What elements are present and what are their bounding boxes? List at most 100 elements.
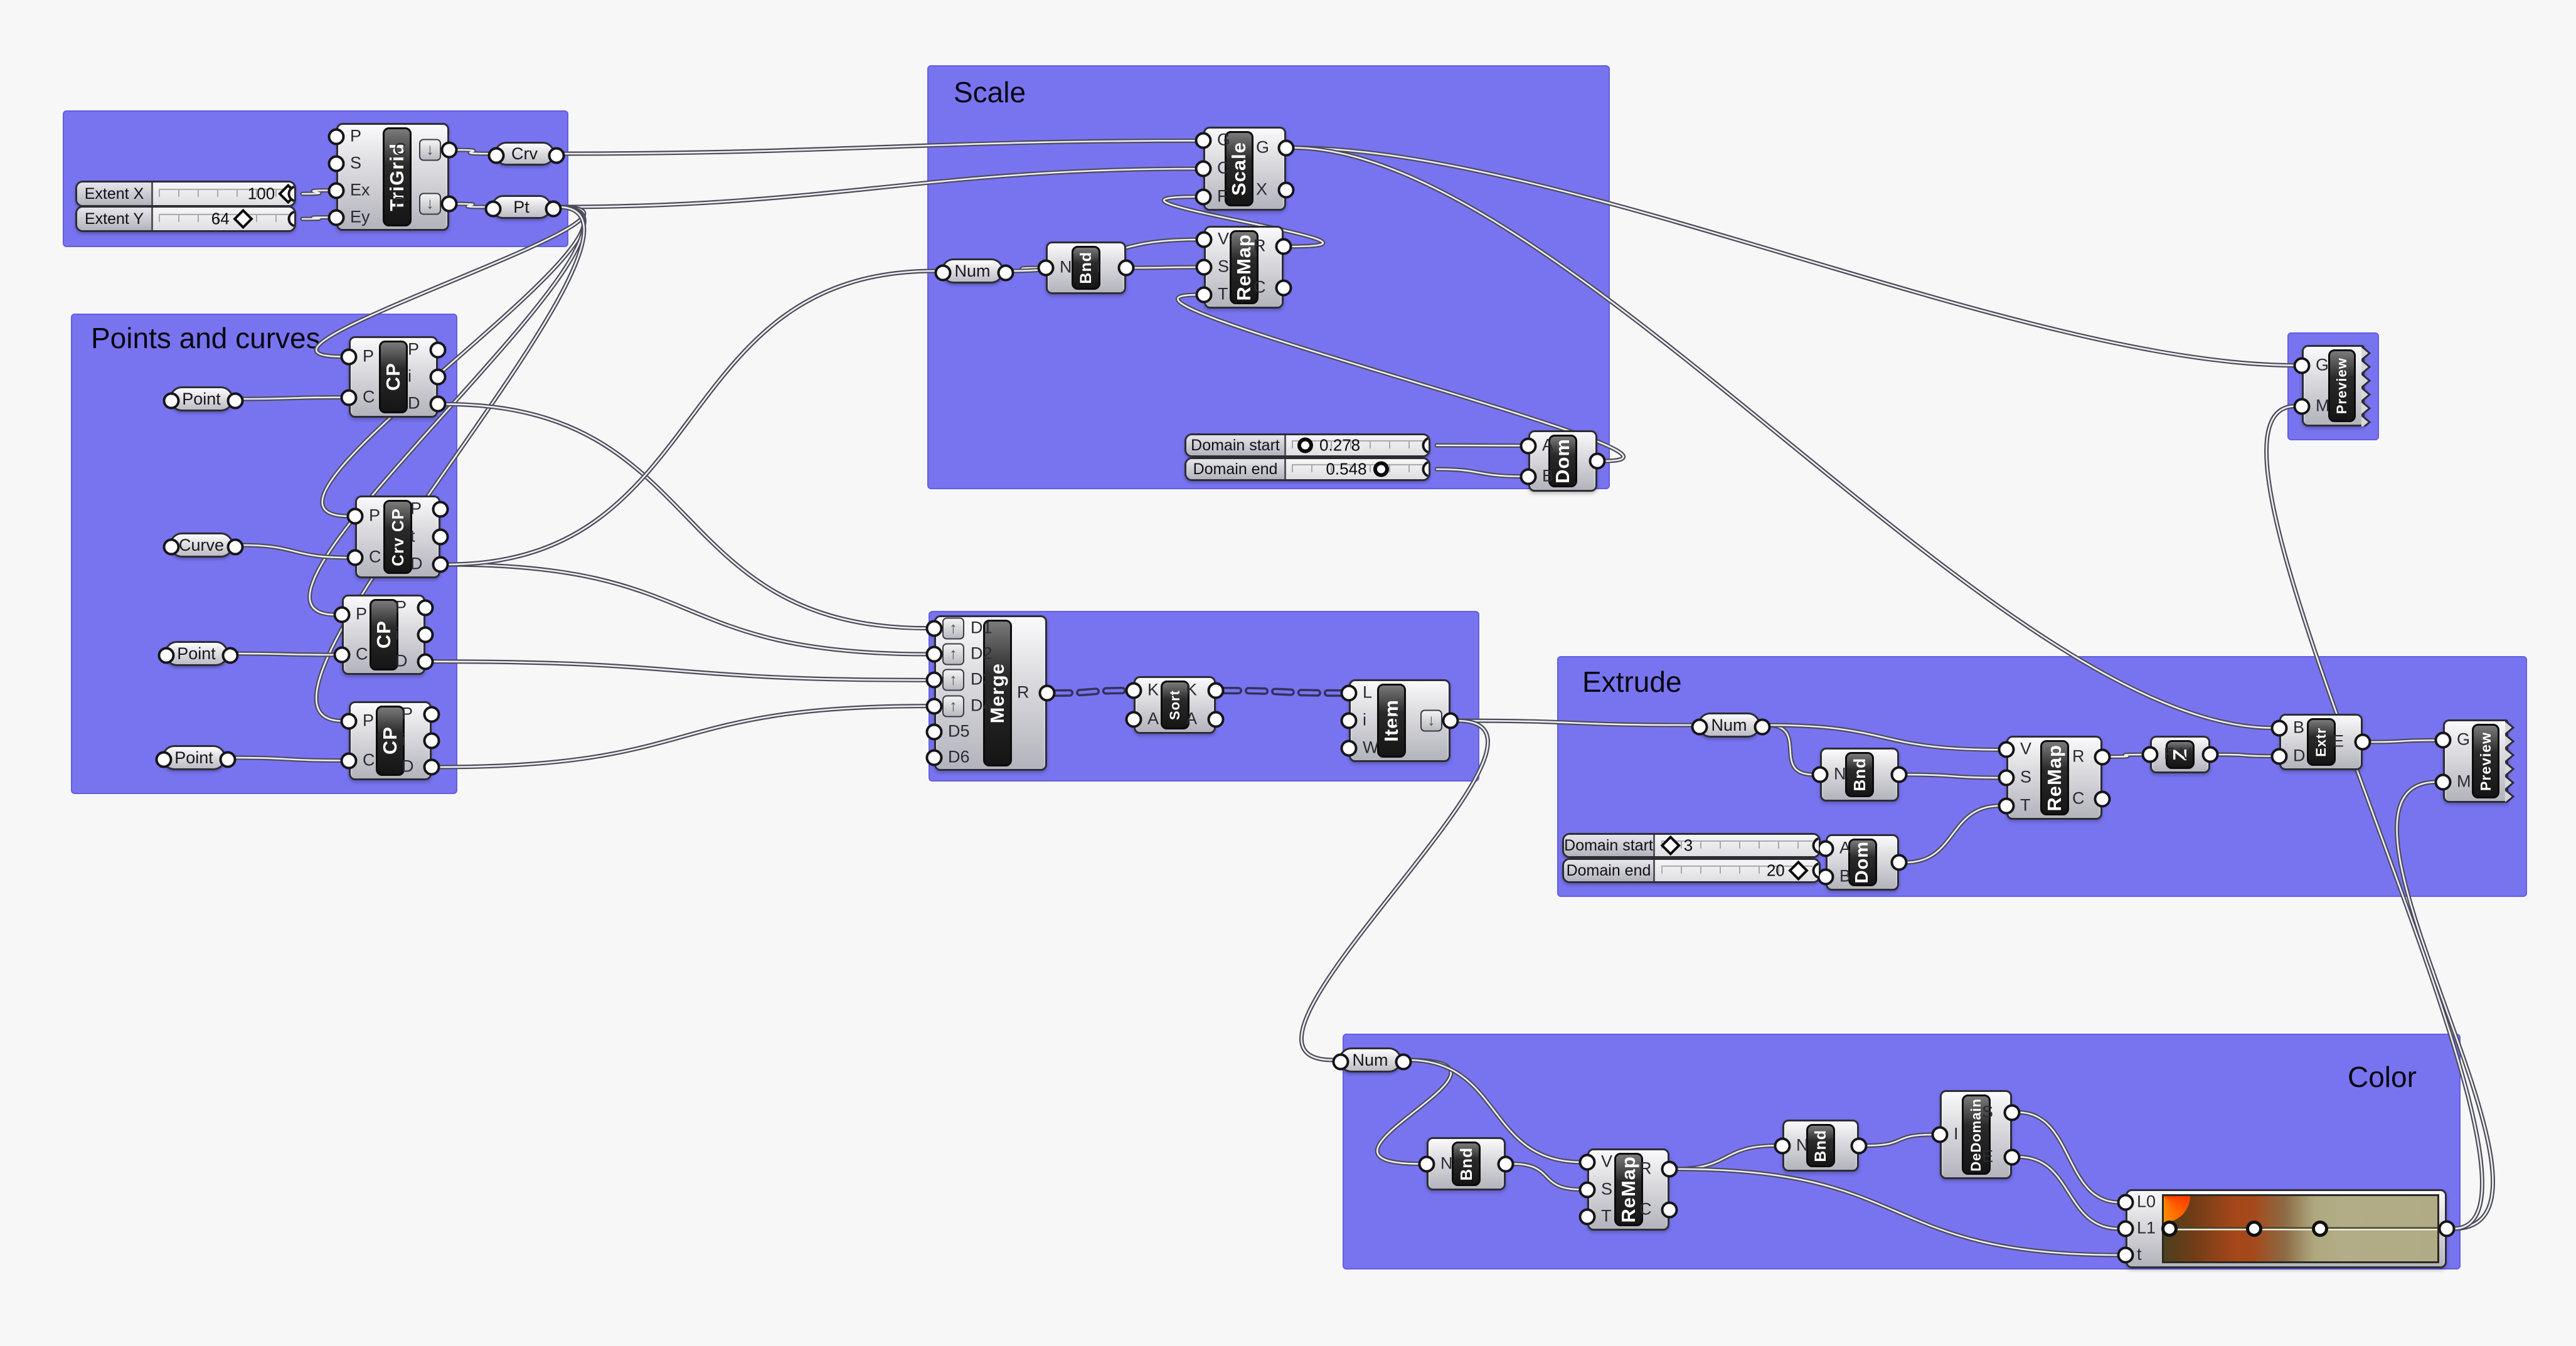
port-in-S[interactable] [1195,258,1213,276]
slider-knob-group[interactable]: 0.278 [1297,436,1360,455]
port-in-C[interactable] [346,549,364,566]
port-out-I[interactable] [1589,452,1606,470]
graft-arrow-icon[interactable]: ↑ [942,669,964,691]
port-out-C[interactable] [1661,1201,1678,1219]
port-out-P[interactable] [423,706,440,723]
component-numE[interactable]: Num [1691,713,1771,738]
port-in-P[interactable] [340,713,358,729]
slider-track[interactable]: 3 [1655,835,1819,856]
port-out-t[interactable] [432,528,449,546]
component-curve1[interactable]: Curve [162,533,244,558]
port-out-D[interactable] [423,758,440,776]
gradient-swatch[interactable] [2161,1194,2439,1263]
port-in-A[interactable] [1817,840,1834,857]
port-out-C[interactable] [2094,790,2111,807]
port-out-C[interactable] [440,141,458,159]
port-out-i[interactable] [423,732,440,750]
port-out-I[interactable] [1117,259,1135,277]
flatten-arrow-icon[interactable]: ↓ [1420,709,1442,732]
port-in-K[interactable] [1125,682,1142,699]
port-in-point2[interactable] [157,647,175,664]
port-in-T[interactable] [1195,286,1213,304]
slider-knob-group[interactable]: 0.548 [1326,460,1389,479]
component-pt[interactable]: Pt [484,195,562,219]
port-in-G[interactable] [1195,132,1212,149]
port-in-C[interactable] [340,389,358,406]
port-in-F[interactable] [1195,188,1212,206]
flatten-arrow-icon[interactable]: ↓ [419,139,441,161]
port-in-numE[interactable] [1691,718,1708,736]
flatten-arrow-icon[interactable]: ↓ [419,193,441,215]
port-in-point1[interactable] [162,392,180,410]
port-in-M[interactable] [2293,398,2311,415]
port-out-V[interactable] [2201,746,2219,763]
port-out-pt[interactable] [545,200,562,218]
port-in-t[interactable] [2117,1246,2134,1264]
port-in-I[interactable] [1931,1126,1949,1143]
port-in-L[interactable] [1340,684,1358,702]
port-in-V[interactable] [1195,231,1213,248]
component-crv[interactable]: Crv [487,142,565,166]
port-in-D[interactable] [2270,748,2288,765]
port-in-P[interactable] [327,128,345,145]
port-in-N[interactable] [1418,1155,1435,1172]
port-in-D2[interactable] [925,645,943,663]
port-in-curve1[interactable] [162,538,180,556]
port-in-W[interactable] [1340,739,1358,757]
port-in-L1[interactable] [2117,1220,2134,1237]
port-in-crv[interactable] [487,147,505,164]
port-out-R[interactable] [1661,1160,1678,1178]
port-out-R[interactable] [2094,748,2111,765]
port-out-i[interactable] [1442,712,1459,729]
port-out-R[interactable] [1038,684,1056,702]
port-in-numS[interactable] [934,264,952,282]
port-in-V[interactable] [1998,741,2015,758]
slider-knob-group[interactable]: 20 [1767,860,1809,881]
port-out-I[interactable] [1497,1155,1514,1172]
port-in-G[interactable] [2434,731,2452,749]
port-in-point3[interactable] [155,751,173,768]
graft-arrow-icon[interactable]: ↑ [942,695,964,718]
port-in-N[interactable] [1774,1137,1791,1154]
port-out-point2[interactable] [221,647,239,664]
port-out-numE[interactable] [1754,718,1771,736]
gradient-grip[interactable] [2311,1221,2328,1237]
port-out-I[interactable] [1890,854,1908,871]
port-in-Ex[interactable] [327,182,345,199]
gradient-grip[interactable] [2161,1221,2178,1237]
port-in-N[interactable] [1037,259,1055,277]
port-in-P[interactable] [333,606,351,623]
slider-knob[interactable] [1297,437,1314,453]
slider-knob[interactable] [1373,461,1389,477]
port-in-i[interactable] [1340,712,1358,729]
component-point3[interactable]: Point [155,745,237,770]
port-in-T[interactable] [1578,1208,1596,1226]
port-out-S[interactable] [2003,1104,2021,1121]
port-out-i[interactable] [417,626,434,644]
port-out-E[interactable] [2354,733,2371,751]
port-out-C[interactable] [1275,279,1292,297]
port-out-D[interactable] [417,653,434,670]
port-out-I[interactable] [1850,1137,1868,1154]
port-in-A[interactable] [1125,711,1142,728]
slider-knob-group[interactable]: 3 [1660,835,1693,856]
port-out-point1[interactable] [226,392,244,410]
port-in-L0[interactable] [2117,1194,2134,1211]
slider-track[interactable]: 100 [153,183,294,205]
port-in-numC[interactable] [1332,1053,1349,1071]
